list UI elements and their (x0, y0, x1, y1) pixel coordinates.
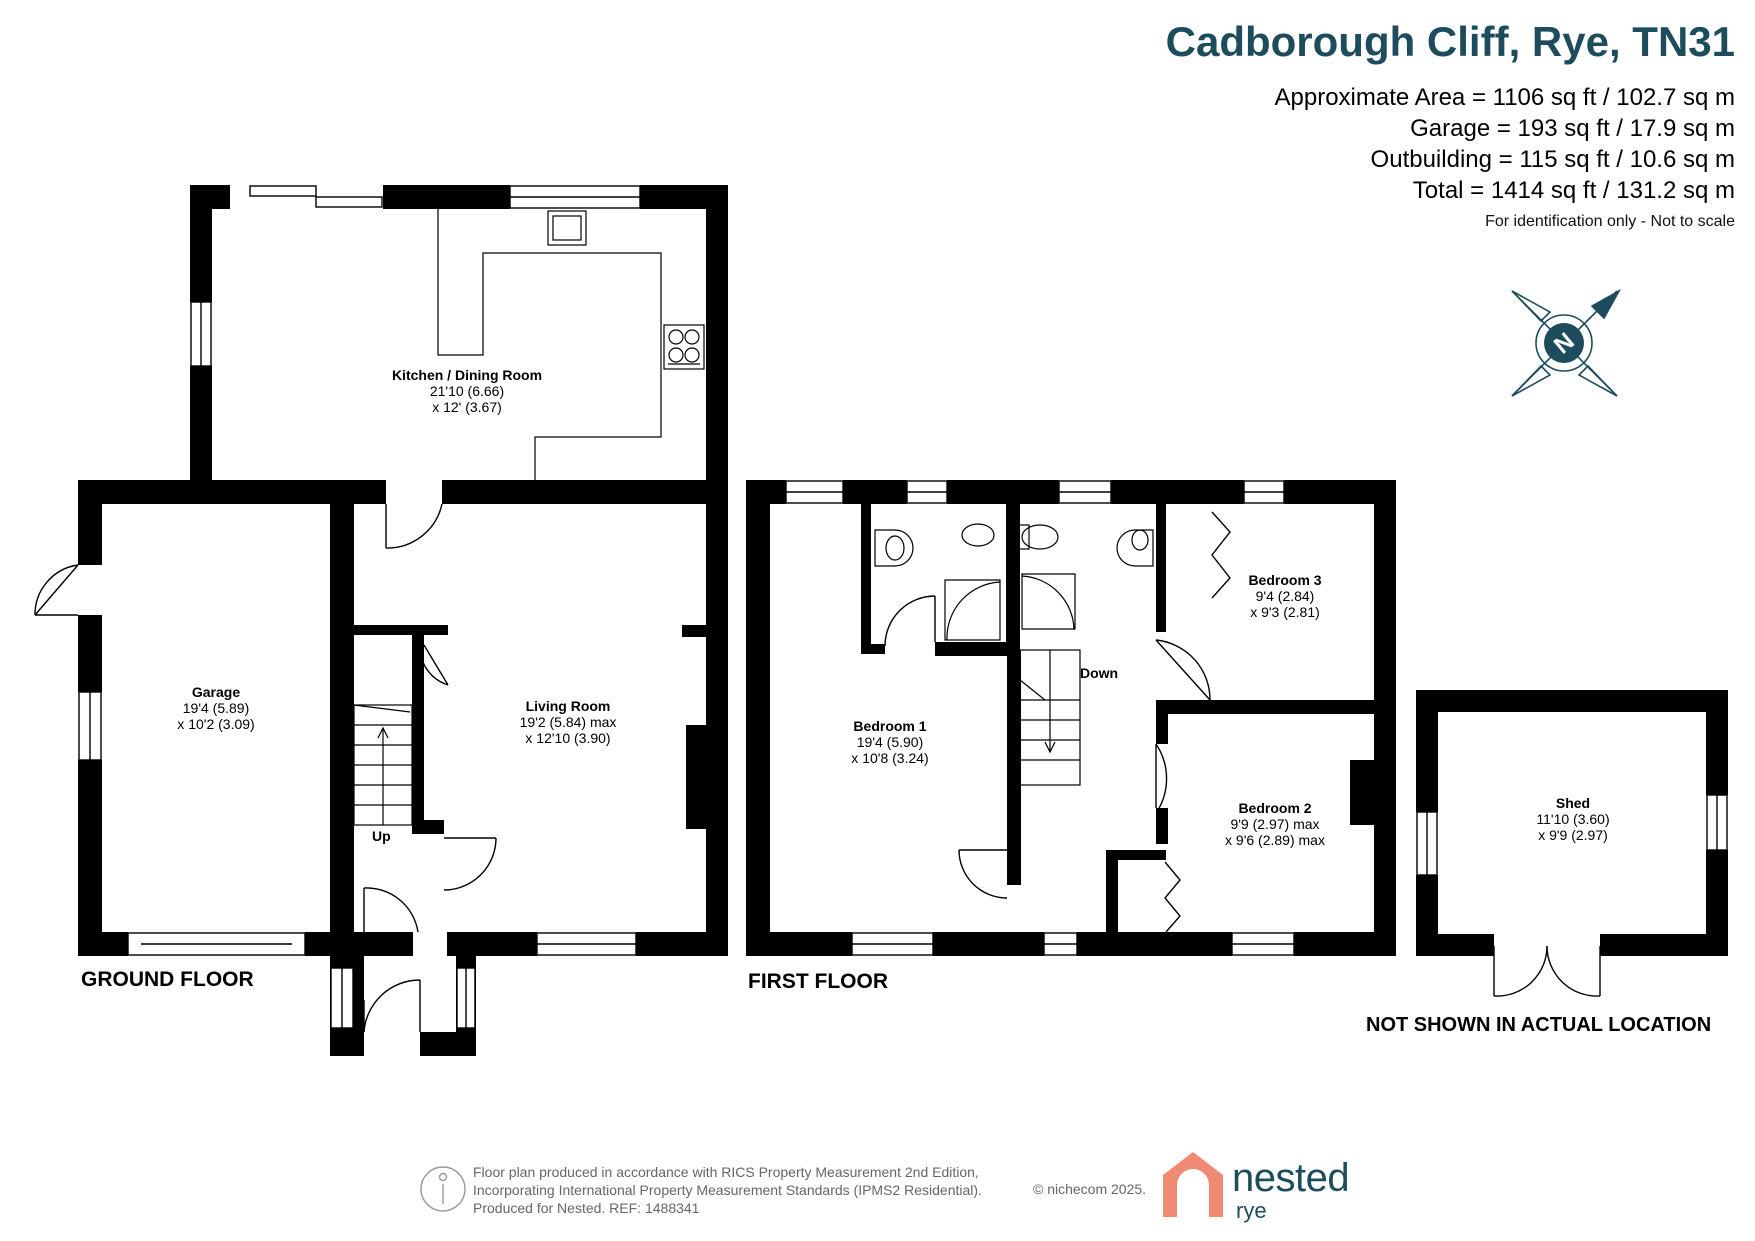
stairs (353, 649, 1081, 826)
room-name: Bedroom 3 (1248, 572, 1322, 588)
area-line: Approximate Area = 1106 sq ft / 102.7 sq… (1274, 84, 1736, 111)
kitchen-units (437, 209, 705, 480)
room-dimension: 9'4 (2.84) (1255, 588, 1315, 604)
room-dimension: 11'10 (3.60) (1536, 811, 1610, 827)
room-dimension: 19'2 (5.84) max (519, 714, 617, 730)
area-line: Total = 1414 sq ft / 131.2 sq m (1412, 177, 1735, 204)
room-bedroom3: Bedroom 3 9'4 (2.84) x 9'3 (2.81) (1248, 572, 1321, 620)
room-dimension: 21'10 (6.66) (429, 383, 505, 399)
walls (78, 185, 1728, 1056)
room-dimension: x 10'2 (3.09) (177, 716, 255, 732)
room-bedroom1: Bedroom 1 19'4 (5.90) x 10'8 (3.24) (851, 718, 928, 766)
footer-line: Produced for Nested. REF: 1488341 (473, 1200, 700, 1216)
footer-line: Floor plan produced in accordance with R… (473, 1164, 979, 1180)
footer-notes: Floor plan produced in accordance with R… (473, 1163, 982, 1217)
page-title: Cadborough Cliff, Rye, TN31 (1165, 18, 1735, 65)
room-dimension: x 12' (3.67) (432, 399, 502, 415)
room-bedroom2: Bedroom 2 9'9 (2.97) max x 9'6 (2.89) ma… (1225, 800, 1325, 848)
identification-note: For identification only - Not to scale (1485, 213, 1735, 230)
footer-line: Incorporating International Property Mea… (473, 1182, 982, 1198)
room-name: Living Room (525, 698, 611, 714)
room-dimension: x 10'8 (3.24) (851, 750, 929, 766)
copyright: © nichecom 2025. (1033, 1181, 1147, 1197)
room-dimension: 9'9 (2.97) max (1230, 816, 1320, 832)
room-kitchen: Kitchen / Dining Room 21'10 (6.66) x 12'… (392, 367, 542, 415)
not-shown-label: NOT SHOWN IN ACTUAL LOCATION (1366, 1014, 1712, 1036)
room-shed: Shed 11'10 (3.60) x 9'9 (2.97) (1536, 795, 1609, 843)
nested-logo-icon (1163, 1152, 1223, 1217)
bathroom-fixtures (874, 523, 1154, 641)
stairs-down-label: Down (1080, 665, 1119, 681)
room-name: Garage (191, 684, 241, 700)
brand-location: rye (1236, 1198, 1267, 1223)
area-summary: Approximate Area = 1106 sq ft / 102.7 sq… (1275, 82, 1736, 206)
room-dimension: 19'4 (5.89) (182, 700, 250, 716)
info-icon (420, 1166, 466, 1212)
room-dimension: x 9'3 (2.81) (1250, 604, 1320, 620)
room-dimension: x 12'10 (3.90) (525, 730, 611, 746)
stairs-up-label: Up (372, 828, 391, 844)
windows (78, 185, 1728, 1029)
room-dimension: x 9'9 (2.97) (1538, 827, 1608, 843)
room-dimension: x 9'6 (2.89) max (1225, 832, 1325, 848)
brand-name: nested (1232, 1156, 1350, 1200)
area-line: Garage = 193 sq ft / 17.9 sq m (1410, 115, 1735, 142)
room-name: Bedroom 1 (853, 718, 927, 734)
room-name: Kitchen / Dining Room (391, 367, 543, 383)
room-name: Shed (1555, 795, 1591, 811)
ground-floor-label: GROUND FLOOR (81, 968, 254, 991)
compass-north-icon (1511, 288, 1622, 397)
area-line: Outbuilding = 115 sq ft / 10.6 sq m (1370, 146, 1735, 173)
room-dimension: 19'4 (5.90) (856, 734, 924, 750)
doors (34, 503, 1601, 1033)
room-living: Living Room 19'2 (5.84) max x 12'10 (3.9… (520, 698, 617, 746)
first-floor-label: FIRST FLOOR (748, 970, 888, 993)
room-garage: Garage 19'4 (5.89) x 10'2 (3.09) (177, 684, 254, 732)
room-name: Bedroom 2 (1238, 800, 1312, 816)
